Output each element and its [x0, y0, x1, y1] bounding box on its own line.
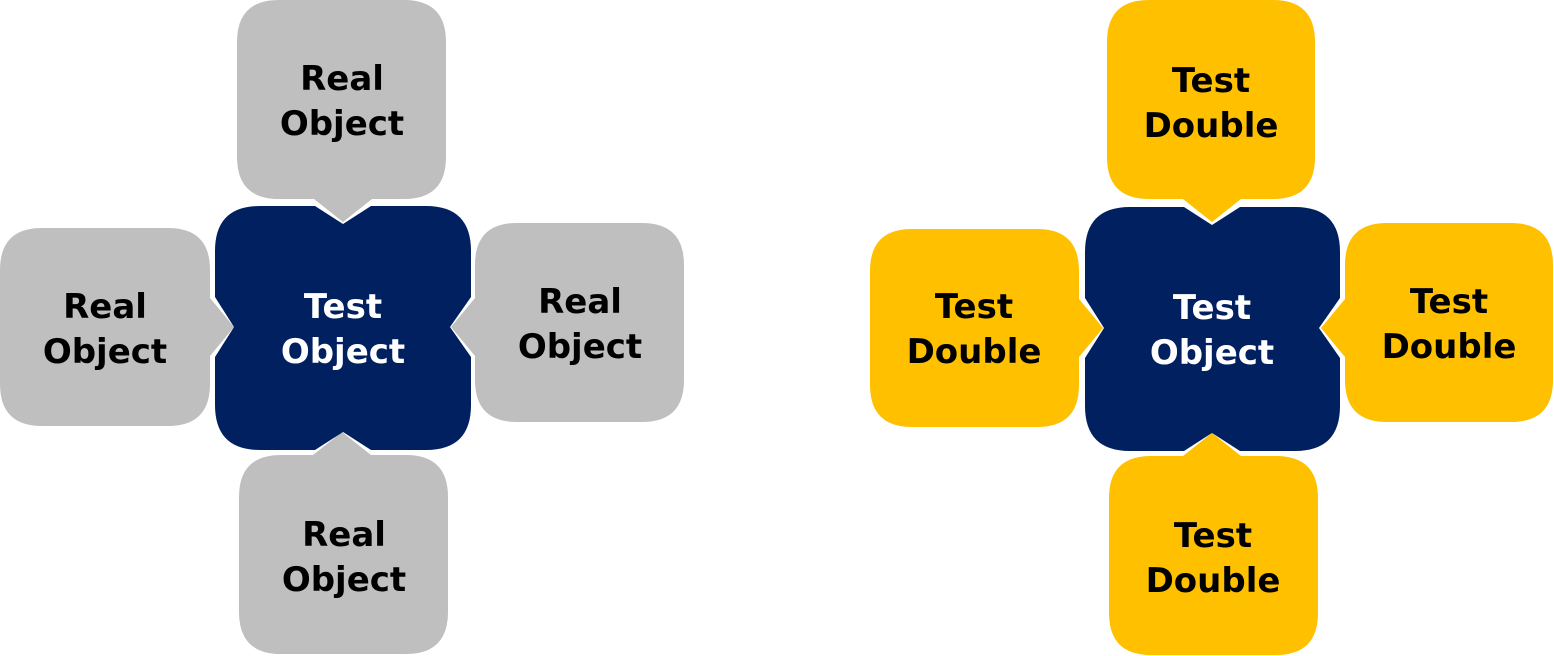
center-line1: Test: [1173, 288, 1251, 328]
satellite-left: Test Double: [870, 229, 1103, 427]
satellite-right-line1: Real: [538, 282, 622, 322]
satellite-bottom-line1: Real: [302, 515, 386, 555]
satellite-left-line1: Test: [935, 287, 1013, 327]
center-line2: Object: [1150, 333, 1274, 373]
satellite-bottom-line2: Object: [282, 560, 406, 600]
satellite-right: Real Object: [451, 223, 684, 422]
center-test-object: Test Object: [1085, 207, 1340, 451]
satellite-bottom: Test Double: [1109, 433, 1318, 655]
satellite-right-line2: Double: [1382, 327, 1517, 367]
satellite-left: Real Object: [0, 228, 234, 426]
satellite-bottom: Real Object: [239, 432, 448, 654]
satellite-left-line2: Double: [907, 332, 1042, 372]
center-line1: Test: [304, 287, 382, 327]
satellite-bottom-line2: Double: [1146, 561, 1281, 601]
satellite-top: Test Double: [1107, 0, 1315, 222]
real-object-diagram: Real Object Real Object Real Object Real…: [0, 0, 684, 654]
center-test-object: Test Object: [215, 206, 471, 450]
satellite-left-line2: Object: [43, 332, 167, 372]
satellite-top-line1: Test: [1172, 61, 1250, 101]
satellite-bottom-line1: Test: [1174, 516, 1252, 556]
satellite-right-line2: Object: [518, 327, 642, 367]
satellite-top-line2: Object: [280, 104, 404, 144]
satellite-left-line1: Real: [63, 287, 147, 327]
test-double-diagram: Test Double Test Double Test Double Test…: [870, 0, 1553, 655]
satellite-right-line1: Test: [1410, 282, 1488, 322]
satellite-top-line1: Real: [300, 59, 384, 99]
satellite-top-line2: Double: [1144, 106, 1279, 146]
center-line2: Object: [281, 332, 405, 372]
satellite-right: Test Double: [1321, 223, 1553, 422]
satellite-top: Real Object: [237, 0, 446, 222]
